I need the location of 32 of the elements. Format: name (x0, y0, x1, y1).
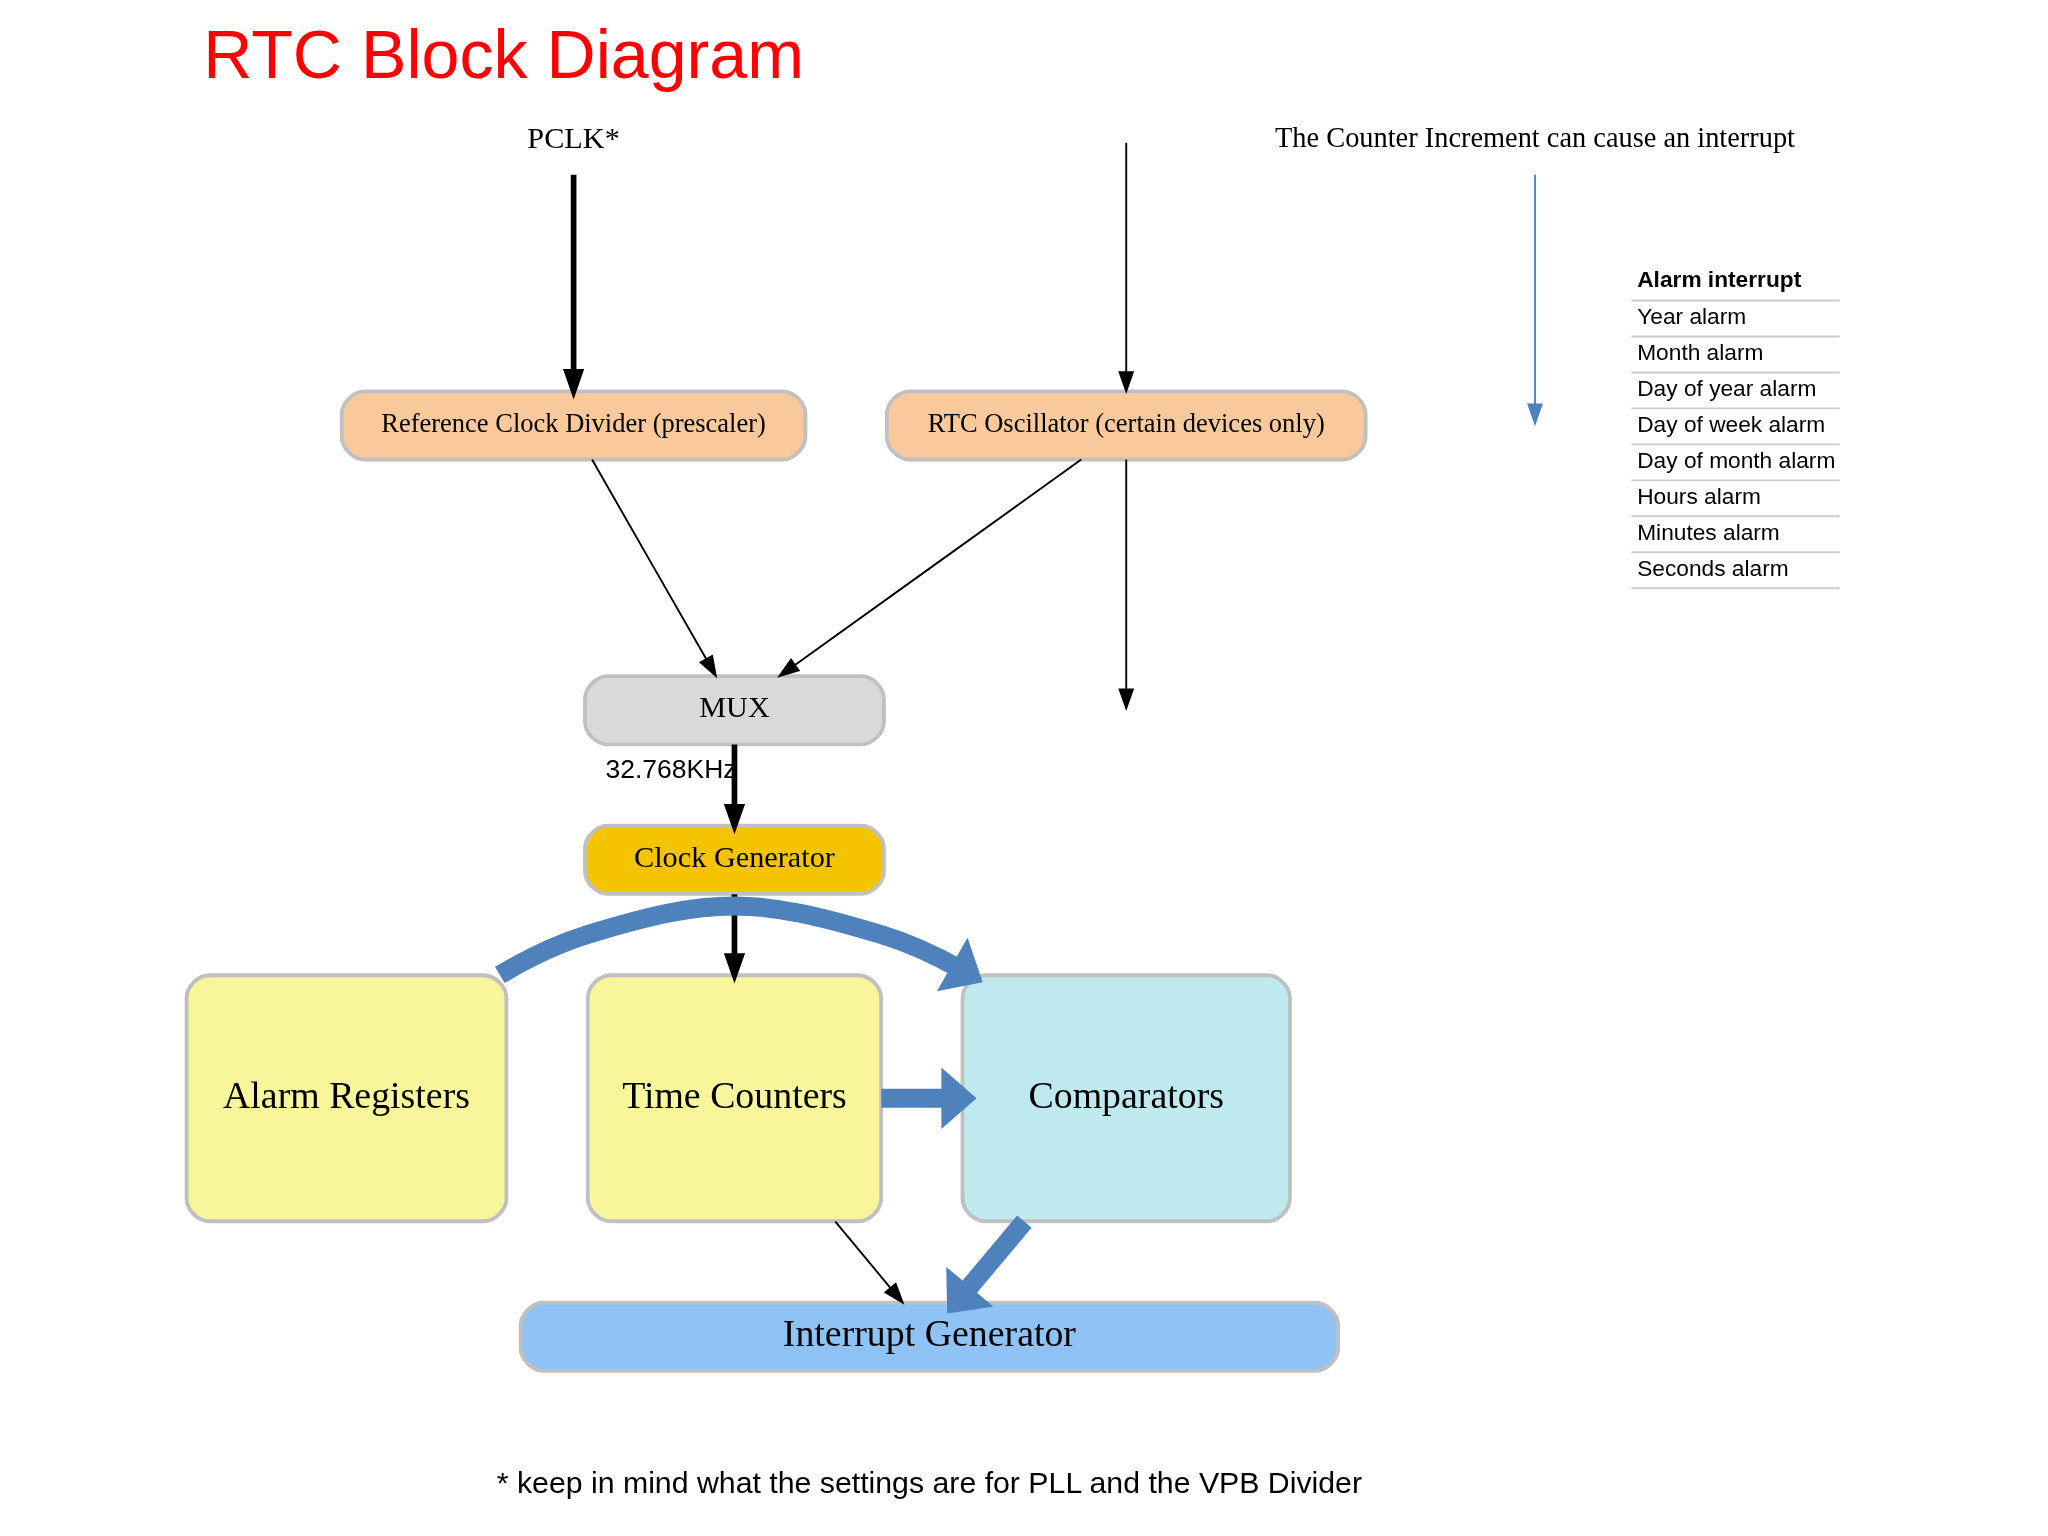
arrow (1117, 458, 1134, 712)
label: Day of week alarm (1636, 411, 1825, 438)
label: * keep in mind what the settings are for PLL and the VPB Divider (496, 1466, 1362, 1500)
arrow (880, 1067, 977, 1130)
label: Day of year alarm (1636, 375, 1816, 402)
label: Minutes alarm (1636, 519, 1780, 546)
node-box: RTC Oscillator (certain devices only) (884, 389, 1368, 462)
label: Day of month alarm (1636, 447, 1835, 474)
label: Hours alarm (1636, 483, 1761, 510)
arrow (562, 174, 584, 400)
arrow (776, 458, 1082, 678)
arrow (945, 1215, 1032, 1314)
label: Month alarm (1636, 339, 1763, 366)
node-box: Reference Clock Divider (prescaler) (339, 389, 807, 462)
node-box: Alarm Registers (184, 973, 508, 1224)
label: Seconds alarm (1636, 555, 1789, 582)
label: Year alarm (1636, 303, 1746, 330)
node-text: The Counter Increment can cause an interrupt (1274, 122, 1795, 154)
node-box: Comparators (960, 973, 1292, 1224)
arrow (833, 1220, 904, 1305)
arrow (723, 744, 745, 835)
node-box: Clock Generator (582, 823, 886, 896)
arrow (1526, 173, 1543, 427)
node-text: PCLK* (526, 120, 620, 155)
edge-label: 32.768KHz (605, 754, 737, 785)
arrow (1117, 141, 1134, 394)
node-box: MUX (582, 674, 886, 747)
node-box: Interrupt Generator (518, 1300, 1340, 1373)
diagram-title: RTC Block Diagram (202, 15, 804, 92)
node-box: Time Counters (585, 973, 883, 1224)
label: Alarm interrupt (1636, 265, 1801, 292)
arrow (590, 458, 717, 679)
